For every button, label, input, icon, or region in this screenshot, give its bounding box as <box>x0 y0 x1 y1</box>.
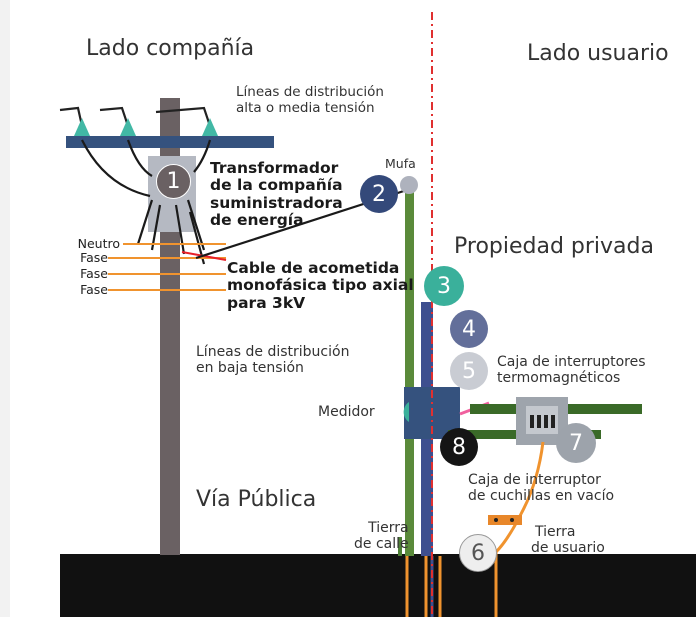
margin-strip <box>0 0 10 617</box>
badge-7: 7 <box>556 423 596 463</box>
badge-5: 5 <box>450 352 488 390</box>
tierra-usuario-label: Tierra de usuario <box>531 524 605 557</box>
tierra-calle-label: Tierra de calle <box>354 520 409 553</box>
switch-blades <box>530 415 555 428</box>
caja-cuchillas-label: Caja de interruptor de cuchillas en vací… <box>468 472 615 505</box>
high-voltage-wires <box>59 106 212 127</box>
fase-label-3: Fase <box>80 282 108 297</box>
fase-label-2: Fase <box>80 266 108 281</box>
meter-dial <box>403 402 409 422</box>
transformador-label: Transformador de la compañía suministrad… <box>210 159 343 230</box>
fase-label-1: Fase <box>80 250 108 265</box>
badge-1: 1 <box>156 164 191 199</box>
mufa <box>400 176 418 194</box>
ground <box>60 554 696 617</box>
mufa-label: Mufa <box>385 156 416 171</box>
badge-8: 8 <box>440 428 478 466</box>
lineas-alta-label: Líneas de distribución alta o media tens… <box>236 84 384 116</box>
caja-termo-label: Caja de interruptores termomagnéticos <box>497 354 646 387</box>
badge-2: 2 <box>360 175 398 213</box>
green-conduit <box>405 190 414 556</box>
secondary-lines <box>108 243 226 291</box>
lado-usuario-label: Lado usuario <box>527 41 669 66</box>
ground-clamp <box>488 515 522 525</box>
badge-4: 4 <box>450 310 488 348</box>
ground-wire-orange <box>494 441 545 554</box>
cable-acometida-label: Cable de acometida monofásica tipo axial… <box>227 259 414 312</box>
badge-3: 3 <box>424 266 464 306</box>
medidor-label: Medidor <box>318 404 375 420</box>
via-publica-label: Vía Pública <box>196 487 317 512</box>
insulators <box>74 118 218 136</box>
green-line-lower <box>448 430 518 439</box>
lado-compania-label: Lado compañía <box>86 36 255 61</box>
crossarm <box>66 136 274 148</box>
badge-6: 6 <box>459 534 497 572</box>
propiedad-privada-label: Propiedad privada <box>454 234 654 259</box>
lineas-baja-label: Líneas de distribución en baja tensión <box>196 344 350 377</box>
neutro-label: Neutro <box>77 236 120 251</box>
